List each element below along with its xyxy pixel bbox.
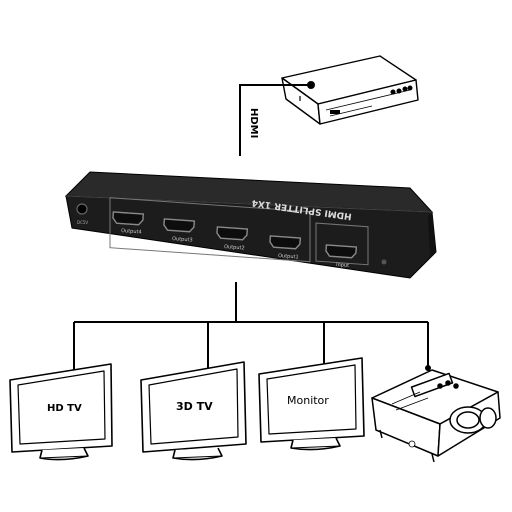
tv-icon (140, 361, 247, 461)
output-label: Output1 (278, 253, 299, 260)
led-indicator (381, 259, 387, 265)
projector-icon (371, 369, 501, 463)
display-label: 3D TV (176, 400, 213, 413)
power-label: DC5V (77, 220, 88, 225)
display-label: Monitor (287, 394, 329, 407)
hdmi-port (269, 235, 302, 250)
display-label: HD TV (47, 403, 82, 414)
hdmi-port (112, 211, 145, 226)
output-label: Output3 (172, 236, 193, 243)
monitor-icon (258, 357, 365, 451)
hdmi-splitter-icon (64, 171, 437, 279)
cable-label: HDMI (248, 108, 259, 138)
distribution-lines (73, 282, 429, 378)
power-jack (76, 203, 88, 215)
hdmi-port (163, 218, 196, 233)
output-label: Output4 (121, 228, 142, 235)
output-label: Output2 (224, 244, 245, 251)
cable-connector-dot (307, 81, 315, 89)
input-label: Input (336, 262, 349, 269)
source-cable (239, 84, 311, 156)
connector-dot (425, 365, 431, 371)
dvd-player-icon (281, 55, 419, 125)
hdmi-input-port (325, 244, 358, 259)
hdmi-port (216, 226, 249, 241)
tv-icon (9, 363, 113, 461)
